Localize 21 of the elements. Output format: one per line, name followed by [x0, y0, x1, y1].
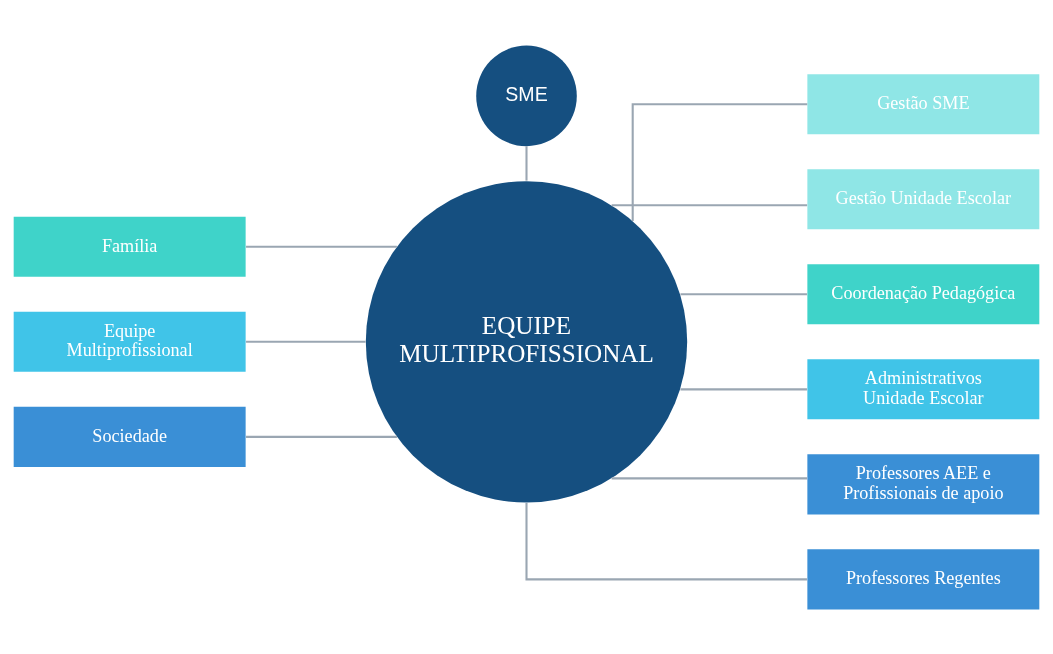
node-circle: SME	[476, 45, 577, 146]
connector	[611, 203, 808, 206]
connector	[525, 145, 528, 181]
node-circle: EQUIPE MULTIPROFISSIONAL	[365, 180, 688, 502]
node-box: Família	[13, 216, 246, 277]
node-box: Gestão SME	[807, 73, 1040, 134]
node-box: Professores AEE e Profissionais de apoio	[807, 453, 1040, 514]
connector	[246, 245, 397, 248]
node-box: Professores Regentes	[807, 548, 1040, 609]
connector	[246, 435, 397, 438]
node-box: Equipe Multiprofissional	[13, 311, 246, 372]
connector	[525, 502, 807, 580]
node-box: Administrativos Unidade Escolar	[807, 358, 1040, 419]
node-box: Coordenação Pedagógica	[807, 263, 1040, 324]
connector	[611, 476, 808, 479]
connector	[246, 340, 366, 343]
node-box: Gestão Unidade Escolar	[807, 168, 1040, 229]
connector	[680, 387, 807, 390]
connector	[631, 102, 808, 221]
connector	[680, 292, 807, 295]
node-box: Sociedade	[13, 406, 246, 467]
